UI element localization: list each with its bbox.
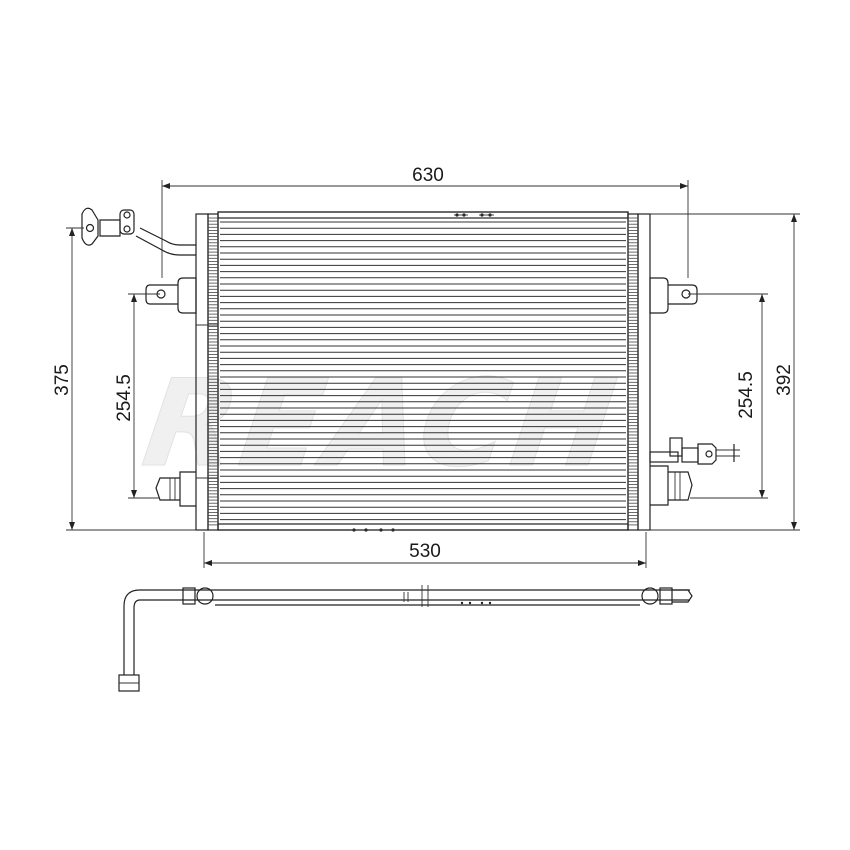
left-header-tank (195, 213, 219, 531)
dimension-core-width: 530 (203, 532, 647, 568)
left-upper-bracket (145, 277, 197, 314)
watermark-text: REACH (136, 355, 628, 494)
dimension-right-bracket-spacing: 254.5 (688, 293, 768, 499)
dim-label-254-5-left: 254.5 (114, 374, 135, 422)
left-lower-bracket (155, 471, 196, 507)
top-markings (454, 213, 494, 217)
bottom-pipe-assembly (118, 585, 693, 692)
dim-label-375: 375 (52, 364, 73, 396)
right-header-tank (627, 213, 651, 531)
dim-label-254-5-right: 254.5 (736, 371, 757, 419)
condenser-core (217, 211, 629, 532)
right-pipe-fitting (649, 437, 740, 465)
right-upper-bracket (649, 277, 698, 314)
core-fins (220, 221, 626, 521)
right-lower-bracket (650, 465, 693, 506)
dimension-right-height: 392 (650, 213, 800, 531)
dimension-left-bracket-spacing: 254.5 (114, 293, 160, 499)
dim-label-392: 392 (774, 364, 795, 396)
dim-label-630: 630 (412, 165, 444, 186)
dim-label-530: 530 (409, 541, 441, 562)
bottom-markings (351, 528, 397, 532)
dimension-left-height: 375 (52, 227, 196, 531)
dimension-overall-width: 630 (161, 165, 689, 278)
left-inlet-pipe (81, 207, 196, 256)
